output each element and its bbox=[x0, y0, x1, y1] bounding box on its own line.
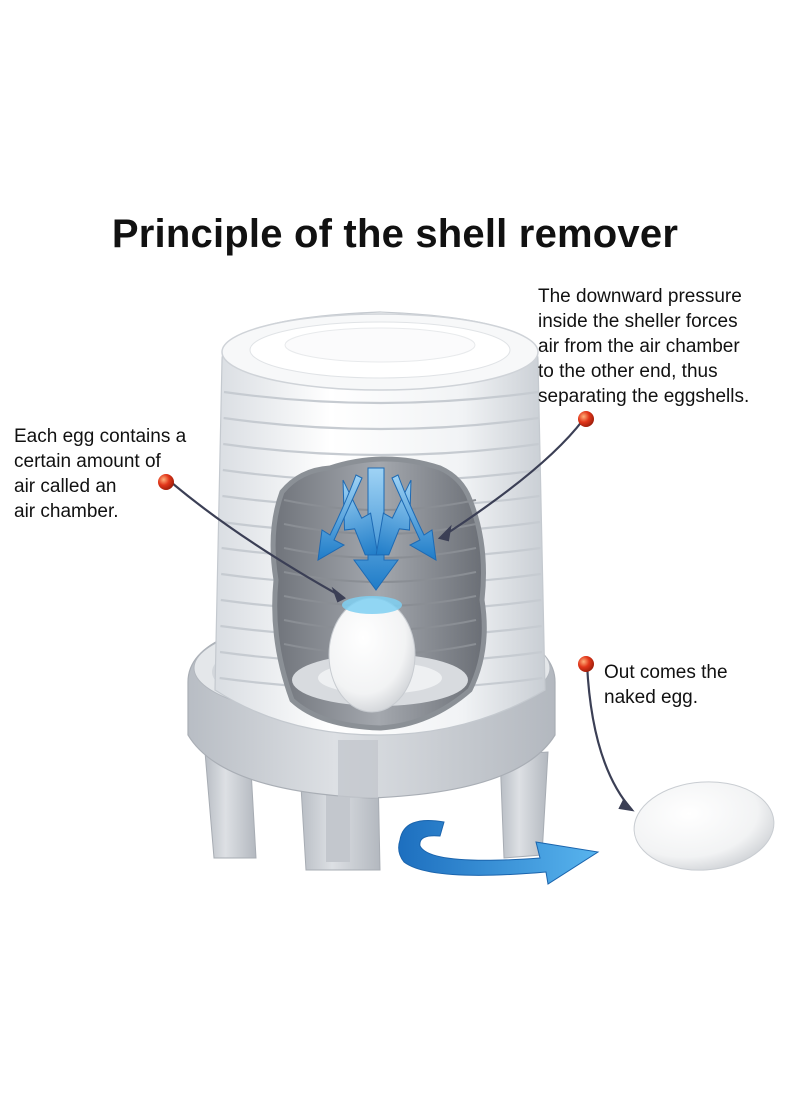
leader-line-naked-egg bbox=[585, 663, 633, 811]
egg-inside bbox=[328, 596, 416, 713]
leader-lines bbox=[171, 419, 635, 812]
diagram-title: Principle of the shell remover bbox=[111, 212, 679, 256]
marker-dot-icon bbox=[158, 474, 174, 490]
annotation-line: air chamber. bbox=[14, 501, 119, 522]
annotation-air-chamber: Each egg contains a certain amount of ai… bbox=[14, 424, 186, 524]
annotation-line: Out comes the bbox=[604, 662, 728, 683]
curved-arrow-icon bbox=[398, 820, 600, 885]
air-chamber-highlight bbox=[342, 596, 402, 614]
body-rib bbox=[223, 390, 539, 405]
annotation-line: to the other end, thus bbox=[538, 361, 718, 382]
annotation-naked-egg: Out comes the naked egg. bbox=[604, 660, 728, 710]
marker-dots bbox=[158, 411, 594, 672]
marker-dot-icon bbox=[578, 656, 594, 672]
body-rib bbox=[223, 416, 539, 431]
annotation-line: air from the air chamber bbox=[538, 336, 740, 357]
annotation-line: Each egg contains a bbox=[14, 426, 187, 447]
annotation-line: certain amount of bbox=[14, 451, 161, 472]
leader-line-air-chamber bbox=[171, 482, 345, 599]
marker-dot-icon bbox=[578, 411, 594, 427]
annotation-line: The downward pressure bbox=[538, 286, 742, 307]
annotation-pressure: The downward pressure inside the sheller… bbox=[538, 284, 749, 409]
pressure-arrows bbox=[317, 467, 437, 591]
annotation-line: naked egg. bbox=[604, 687, 699, 708]
naked-egg bbox=[633, 781, 775, 871]
annotation-line: separating the eggshells. bbox=[538, 386, 750, 407]
leader-line-pressure bbox=[439, 419, 584, 539]
annotation-line: air called an bbox=[14, 476, 117, 497]
down-arrow-icon bbox=[353, 467, 399, 591]
body-rib bbox=[223, 442, 539, 457]
annotation-line: inside the sheller forces bbox=[538, 311, 738, 332]
